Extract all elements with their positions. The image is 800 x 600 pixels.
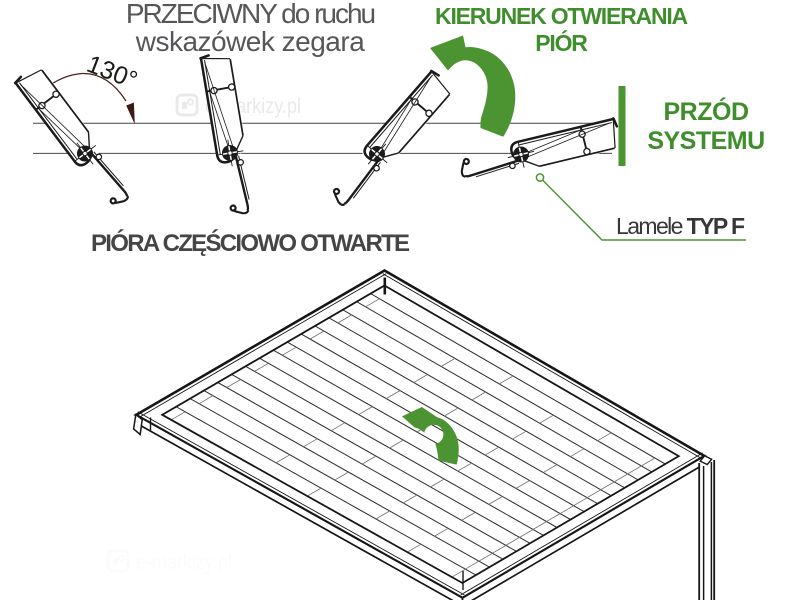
svg-text:e-markizy.pl: e-markizy.pl [136, 551, 232, 574]
